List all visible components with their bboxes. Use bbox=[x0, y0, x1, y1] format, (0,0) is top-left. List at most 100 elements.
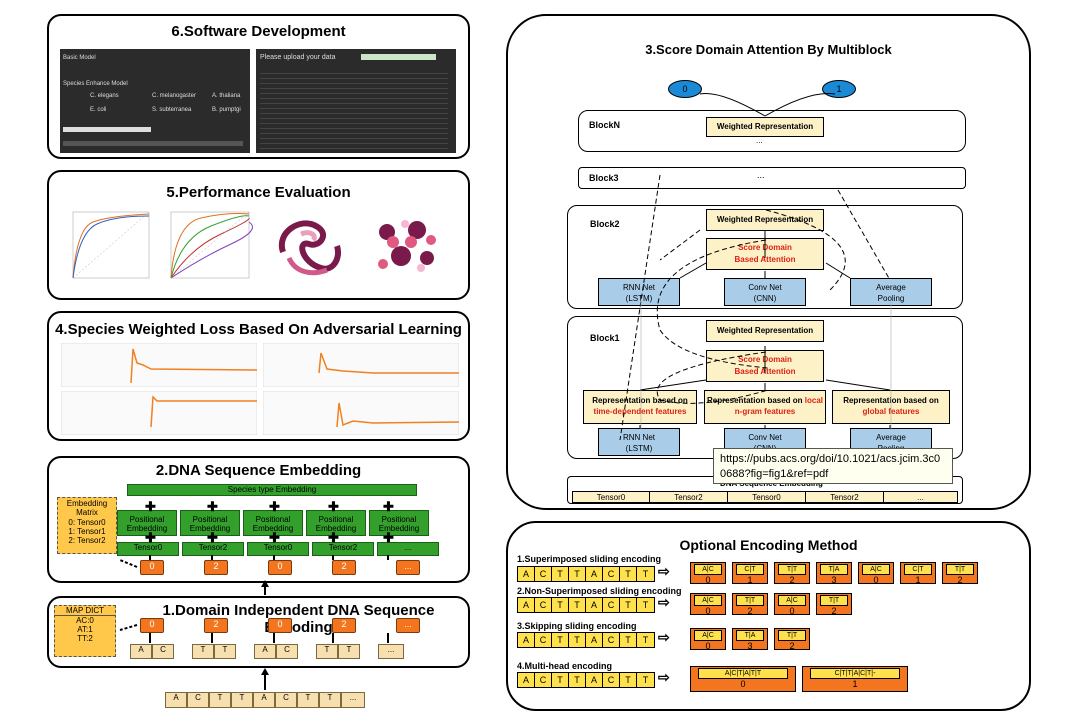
m3-base-8: T bbox=[642, 635, 649, 645]
input-base-1: A bbox=[165, 692, 187, 708]
m1-token-3-pair: T|T bbox=[778, 564, 806, 575]
dna-tensor-4: Tensor2 bbox=[806, 491, 884, 503]
m2-token-1-id: 0 bbox=[705, 606, 711, 616]
pair-1-b: C bbox=[152, 644, 174, 659]
dna-tensor-row: Tensor0 Tensor2 Tensor0 Tensor2 ... bbox=[572, 491, 958, 503]
software-title: 6.Software Development bbox=[171, 23, 346, 40]
species-3: A. thaliana bbox=[212, 93, 241, 99]
embedding-id-4: 2 bbox=[332, 560, 356, 575]
rep-local-a: Representation based on bbox=[706, 396, 805, 405]
m4-base-5: A bbox=[586, 673, 603, 687]
block-1-label: Block1 bbox=[590, 333, 620, 343]
m2-token-4-id: 2 bbox=[831, 606, 837, 616]
m4-base-8: T bbox=[642, 675, 649, 685]
svg-text:✚: ✚ bbox=[145, 530, 156, 545]
rep-local-line1: Representation based on local bbox=[705, 395, 825, 406]
method-1-label: 1.Superimposed sliding encoding bbox=[517, 554, 662, 564]
matrix-row-2: 2: Tensor2 bbox=[68, 536, 106, 545]
m1-base-1: A bbox=[518, 567, 535, 581]
m1-token-5-id: 0 bbox=[873, 575, 879, 585]
block-n-label: BlockN bbox=[589, 120, 621, 130]
m4-base-2: C bbox=[535, 673, 552, 687]
upload-button[interactable] bbox=[361, 54, 436, 60]
dna-tensor-3: Tensor0 bbox=[728, 491, 806, 503]
encoding-id-row: 0 2 0 2 ... bbox=[140, 618, 420, 633]
embedding-matrix-title: Embedding Matrix bbox=[66, 499, 108, 517]
m1-token-7-id: 2 bbox=[957, 575, 963, 585]
tsne-plot-1 bbox=[278, 220, 341, 276]
input-base-9: ... bbox=[341, 692, 365, 708]
m2-token-4-pair: T|T bbox=[820, 595, 848, 606]
pair-3-a: A bbox=[254, 644, 276, 659]
method-2-arrow: ⇨ bbox=[658, 594, 670, 610]
m1-base-2: C bbox=[535, 567, 552, 581]
input-base-6: C bbox=[275, 692, 297, 708]
dict-row-2: TT:2 bbox=[77, 634, 93, 643]
pair-4-b: T bbox=[338, 644, 360, 659]
pair-2-b: T bbox=[214, 644, 236, 659]
m2-base-3: T bbox=[552, 598, 569, 612]
m2-base-1: A bbox=[518, 598, 535, 612]
m2-token-3-id: 0 bbox=[789, 606, 795, 616]
input-sequence: A C T T A C T T ... bbox=[165, 692, 365, 708]
m2-base-4: T bbox=[569, 598, 586, 612]
software-button-bar-2[interactable] bbox=[63, 141, 243, 146]
embedding-id-1: 0 bbox=[140, 560, 164, 575]
m1-token-7-pair: T|T bbox=[946, 564, 974, 575]
embedding-id-3: 0 bbox=[268, 560, 292, 575]
svg-text:✚: ✚ bbox=[383, 530, 394, 545]
block-3-label: Block3 bbox=[589, 173, 619, 183]
matrix-row-0: 0: Tensor0 bbox=[68, 518, 106, 527]
m1-base-4: T bbox=[569, 567, 586, 581]
m2-base-5: A bbox=[586, 598, 603, 612]
performance-panel: 5.Performance Evaluation bbox=[47, 170, 470, 300]
pair-5-a: ... bbox=[378, 644, 404, 659]
m4-token-1-id: 0 bbox=[740, 679, 746, 689]
m1-token-6-pair: C|T bbox=[904, 564, 932, 575]
rep-time-a: Representation based on bbox=[592, 396, 688, 405]
m1-token-4-id: 3 bbox=[831, 575, 837, 585]
svg-text:✚: ✚ bbox=[269, 499, 280, 514]
m4-token-2-id: 1 bbox=[852, 679, 858, 689]
left-arrows: ✚✚✚✚✚ ✚✚✚✚✚ bbox=[119, 499, 394, 690]
block3-ellipsis: ... bbox=[757, 170, 765, 180]
input-base-2: C bbox=[187, 692, 209, 708]
m3-token-3-id: 2 bbox=[789, 641, 795, 651]
m1-token-4-pair: T|A bbox=[820, 564, 848, 575]
url-tooltip: https://pubs.acs.org/doi/10.1021/acs.jci… bbox=[713, 448, 953, 484]
positional-embedding-4: Positional Embedding bbox=[306, 510, 366, 536]
dict-row-0: AC:0 bbox=[76, 616, 94, 625]
m2-token-2-id: 2 bbox=[747, 606, 753, 616]
positional-embedding-row: Positional Embedding Positional Embeddin… bbox=[117, 510, 429, 536]
m1-token-6-id: 1 bbox=[915, 575, 921, 585]
software-button-bar[interactable] bbox=[63, 127, 151, 132]
positional-embedding-3: Positional Embedding bbox=[243, 510, 303, 536]
species-1: C. elegans bbox=[90, 93, 119, 99]
m4-base-4: T bbox=[569, 673, 586, 687]
embedding-id-5: ... bbox=[396, 560, 420, 575]
m3-base-5: A bbox=[586, 633, 603, 647]
input-base-3: T bbox=[209, 692, 231, 708]
m3-base-2: C bbox=[535, 633, 552, 647]
loss-chart-1 bbox=[61, 343, 257, 387]
m4-base-7: T bbox=[620, 673, 637, 687]
m1-token-5-pair: A|C bbox=[862, 564, 890, 575]
input-base-4: T bbox=[231, 692, 253, 708]
species-embedding-bar: Species type Embedding bbox=[127, 484, 417, 496]
embedding-id-2: 2 bbox=[204, 560, 228, 575]
positional-embedding-5: Positional Embedding bbox=[369, 510, 429, 536]
encoding-id-3: 0 bbox=[268, 618, 292, 633]
map-dict: MAP DICT AC:0 AT:1 TT:2 bbox=[54, 605, 116, 657]
svg-text:✚: ✚ bbox=[207, 499, 218, 514]
tensor-5: ... bbox=[377, 542, 439, 556]
